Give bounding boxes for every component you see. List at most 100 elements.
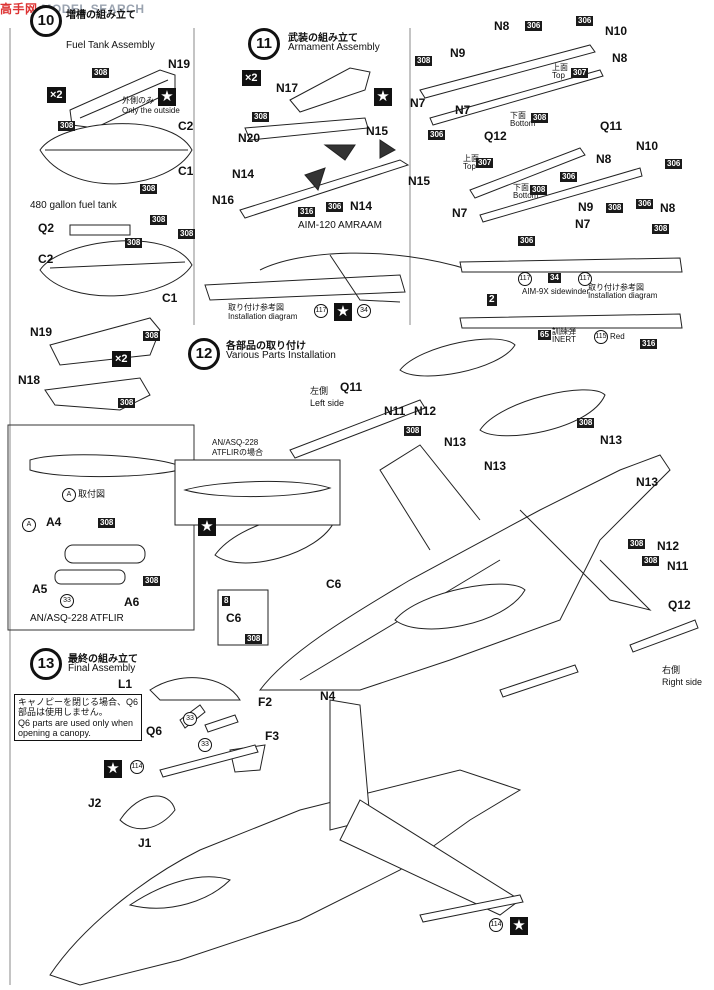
part-box: 308 [98, 518, 116, 528]
star-decal-icon: ★ [334, 303, 352, 321]
part-label: Q11 [340, 380, 363, 394]
quantity-badge: ×2 [47, 87, 66, 103]
part-box: 316 [298, 207, 316, 217]
bottom-label-en: Bottom [510, 119, 536, 128]
part-box: 308 [143, 576, 161, 586]
left-side-jp: 左側 [310, 386, 329, 396]
red-label: Red [610, 332, 625, 341]
part-label: N9 [450, 46, 466, 60]
part-label: N15 [366, 124, 389, 138]
right-side-en: Right side [662, 677, 703, 687]
part-label: A5 [32, 582, 48, 596]
install-diagram-en: Installation diagram [588, 291, 658, 300]
bottom-label-jp: 下面 [513, 183, 529, 192]
install-diagram-jp: 取り付け参考図 [588, 283, 644, 292]
part-box: 306 [560, 172, 578, 182]
part-box: 308 [178, 229, 196, 239]
part-label: N18 [18, 373, 41, 387]
part-label: N8 [596, 152, 612, 166]
watermark-brand: MODEL SEARCH [41, 2, 145, 16]
atflir-mount-jp: 取付図 [78, 489, 106, 499]
part-circle: 33 [183, 712, 197, 726]
part-box: 306 [326, 202, 344, 212]
step-11-title-en: Armament Assembly [288, 42, 380, 53]
part-label: N10 [636, 139, 659, 153]
part-box: 308 [652, 224, 670, 234]
part-box: 308 [143, 331, 161, 341]
outside-note-jp: 外側のみ [122, 96, 154, 105]
top-label-en: Top [552, 71, 565, 80]
part-box: 307 [476, 158, 494, 168]
part-label: N13 [600, 433, 623, 447]
part-box: 308 [92, 68, 110, 78]
bottom-label-en: Bottom [513, 191, 539, 200]
part-box: 306 [636, 199, 654, 209]
part-label: Q12 [484, 129, 507, 143]
part-label: N11 [384, 404, 406, 418]
star-decal-icon: ★ [374, 88, 392, 106]
fuel-tank-caption: 480 gallon fuel tank [30, 200, 117, 211]
part-box: 308 [531, 113, 549, 123]
part-label: N7 [410, 96, 426, 110]
part-circle: 117 [314, 304, 328, 318]
part-box: 308 [606, 203, 624, 213]
part-box: 308 [252, 112, 270, 122]
part-box: 34 [548, 273, 561, 283]
part-label: Q2 [38, 221, 55, 235]
part-circle: 115 [594, 330, 608, 344]
amraam-caption: AIM-120 AMRAAM [298, 220, 382, 231]
step-12-title-en: Various Parts Installation [226, 350, 336, 361]
atflir-title: AN/ASQ-228 ATFLIR [30, 613, 124, 624]
part-label: C6 [226, 611, 242, 625]
top-label-jp: 上面 [552, 63, 568, 72]
part-label: N11 [667, 559, 689, 573]
training-jp: 訓練弾 [552, 327, 576, 336]
part-label: N8 [612, 51, 628, 65]
part-box: 308 [140, 184, 158, 194]
part-box: 308 [150, 215, 168, 225]
part-label: C6 [326, 577, 342, 591]
part-box: 308 [628, 539, 646, 549]
part-label: N19 [168, 57, 191, 71]
step-12-title-jp: 各部品の取り付け [226, 341, 306, 352]
part-box: 65 [538, 330, 551, 340]
part-label: N7 [455, 103, 471, 117]
part-label: A4 [46, 515, 62, 529]
part-box: 306 [665, 159, 683, 169]
part-label: Q12 [668, 598, 691, 612]
part-label: N17 [276, 81, 299, 95]
part-label: N12 [657, 539, 680, 553]
part-label: N4 [320, 689, 336, 703]
part-label: N7 [575, 217, 591, 231]
part-circle: 117 [578, 272, 592, 286]
part-label: N20 [238, 131, 261, 145]
atflir-insert-sub: ATFLIRの場合 [212, 448, 263, 457]
part-box: 307 [571, 68, 589, 78]
part-label: N8 [494, 19, 510, 33]
part-circle: 114 [130, 760, 144, 774]
quantity-badge: ×2 [112, 351, 131, 367]
part-box: 308 [245, 634, 263, 644]
step-11-number: 11 [248, 28, 280, 60]
mount-letter-a: A [22, 518, 36, 532]
outside-note-en: Only the outside [122, 106, 180, 115]
quantity-badge: ×2 [242, 70, 261, 86]
training-en: INERT [552, 335, 576, 344]
part-label: N19 [30, 325, 53, 339]
part-label: C2 [38, 252, 54, 266]
part-label: C1 [162, 291, 178, 305]
step-10-number: 10 [30, 5, 62, 37]
canopy-note: キャノピーを閉じる場合、Q6 部品は使用しません。 Q6 parts are u… [14, 694, 142, 742]
part-label: N14 [350, 199, 373, 213]
mount-letter-a: A [62, 488, 76, 502]
install-diagram-en: Installation diagram [228, 312, 298, 321]
part-label: N14 [232, 167, 255, 181]
part-circle: 114 [489, 918, 503, 932]
right-side-jp: 右側 [662, 665, 681, 675]
part-label: Q6 [146, 724, 163, 738]
star-decal-icon: ★ [510, 917, 528, 935]
part-label: N13 [636, 475, 659, 489]
part-box: 308 [125, 238, 143, 248]
part-box: 308 [642, 556, 660, 566]
part-label: F2 [258, 695, 273, 709]
